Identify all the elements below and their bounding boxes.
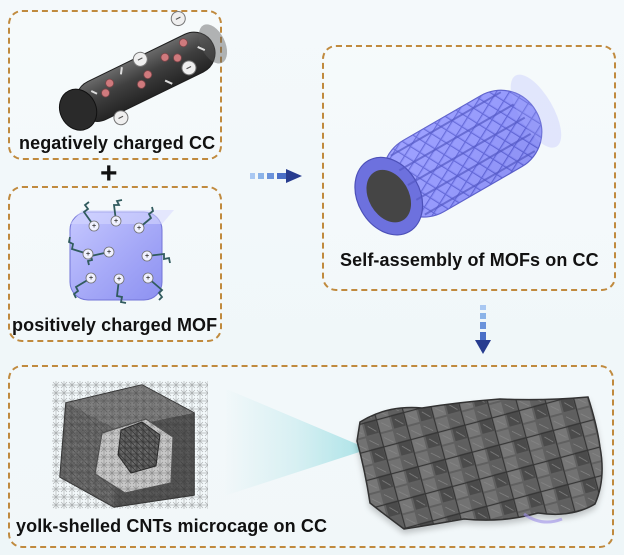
yolk-shelled-microcage-illustration [52, 381, 208, 509]
label-positively-charged-mof: positively charged MOF [12, 315, 218, 335]
svg-text:+: + [137, 225, 141, 232]
self-assembly-illustration [354, 74, 562, 236]
svg-text:+: + [146, 275, 150, 282]
plus-sign: + [100, 157, 118, 190]
right-process-arrow [250, 169, 302, 183]
svg-text:−: − [184, 62, 194, 75]
svg-text:−: − [173, 13, 183, 26]
svg-text:+: + [145, 253, 149, 260]
woven-cnt-cloth-illustration [356, 396, 603, 530]
svg-text:+: + [89, 275, 93, 282]
svg-text:+: + [114, 218, 118, 225]
label-yolk-shelled-cnts-microcage: yolk-shelled CNTs microcage on CC [16, 516, 328, 536]
svg-text:−: − [135, 53, 145, 66]
svg-text:+: + [86, 251, 90, 258]
svg-text:+: + [107, 249, 111, 256]
svg-text:−: − [116, 112, 126, 125]
label-negatively-charged-cc: negatively charged CC [19, 133, 216, 153]
positively-charged-mof-illustration: + + + + + + + + + [67, 199, 174, 304]
down-process-arrow [475, 305, 491, 354]
svg-text:+: + [92, 223, 96, 230]
negatively-charged-cc-illustration: − − − − [58, 11, 228, 131]
svg-text:+: + [117, 276, 121, 283]
zoom-beam [224, 388, 384, 496]
label-self-assembly-of-mofs-on-cc: Self-assembly of MOFs on CC [340, 250, 599, 270]
